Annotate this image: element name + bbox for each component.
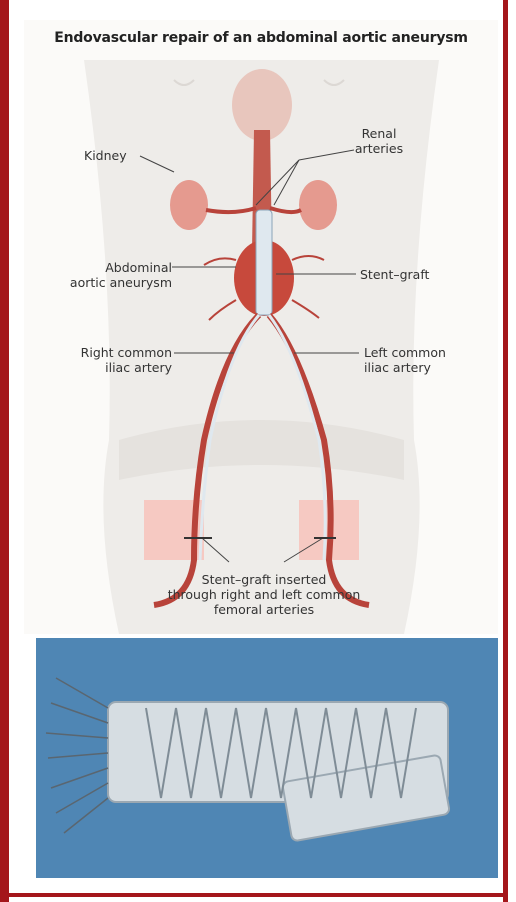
- bottom-border: [0, 893, 508, 897]
- stent-graft-body: [256, 210, 272, 315]
- label-renal-line1: Renal: [334, 126, 424, 141]
- label-left-iliac-line1: Left common: [364, 345, 474, 360]
- right-kidney: [170, 180, 208, 230]
- label-renal-arteries: Renal arteries: [334, 126, 424, 156]
- label-right-common-iliac: Right common iliac artery: [50, 345, 172, 375]
- label-inserted-line2: through right and left common: [134, 587, 394, 602]
- label-inserted-line3: femoral arteries: [134, 602, 394, 617]
- label-stent-graft: Stent–graft: [360, 267, 429, 282]
- label-stent-graft-inserted: Stent–graft inserted through right and l…: [134, 572, 394, 617]
- label-aneurysm-line1: Abdominal: [66, 260, 172, 275]
- label-renal-line2: arteries: [334, 141, 424, 156]
- label-abdominal-aortic-aneurysm: Abdominal aortic aneurysm: [66, 260, 172, 290]
- label-left-common-iliac: Left common iliac artery: [364, 345, 474, 375]
- label-kidney: Kidney: [84, 148, 127, 163]
- left-kidney: [299, 180, 337, 230]
- anatomy-illustration: [24, 20, 498, 634]
- figure-title: Endovascular repair of an abdominal aort…: [24, 30, 498, 46]
- right-border: [503, 0, 508, 902]
- label-aneurysm-line2: aortic aneurysm: [66, 275, 172, 290]
- label-right-iliac-line2: iliac artery: [50, 360, 172, 375]
- figure-panel: Endovascular repair of an abdominal aort…: [24, 20, 498, 890]
- stent-graft-photo: [36, 638, 498, 878]
- label-right-iliac-line1: Right common: [50, 345, 172, 360]
- label-left-iliac-line2: iliac artery: [364, 360, 474, 375]
- label-inserted-line1: Stent–graft inserted: [134, 572, 394, 587]
- left-border: [0, 0, 9, 902]
